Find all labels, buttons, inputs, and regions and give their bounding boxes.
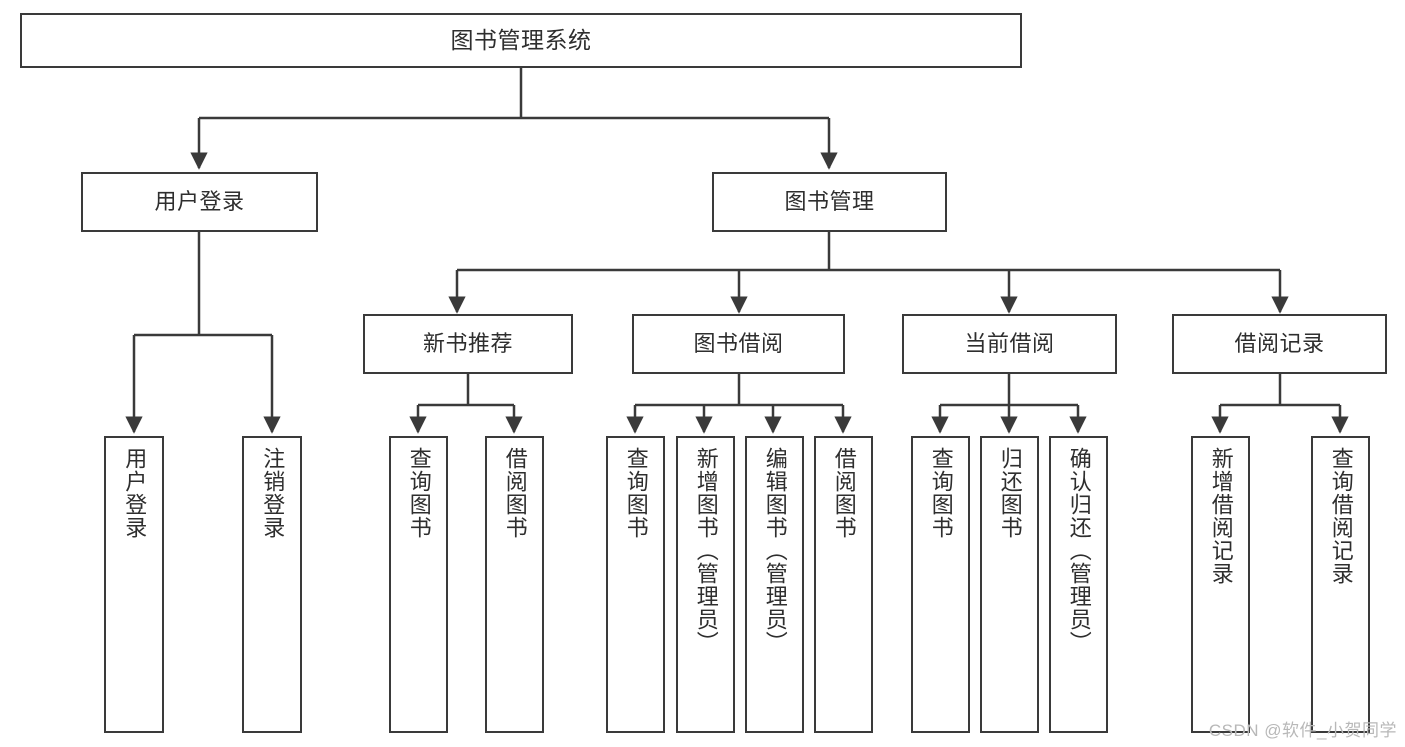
node-label: 图书管理系统 — [450, 26, 592, 53]
node-new-book-recommend[interactable]: 新书推荐 — [363, 314, 573, 374]
node-current-borrow[interactable]: 当前借阅 — [902, 314, 1117, 374]
leaf-add-borrow-record[interactable]: 新增借阅记录 — [1191, 436, 1250, 733]
node-label: 用户登录 — [122, 447, 148, 539]
node-label: 借阅图书 — [502, 447, 528, 539]
node-label: 注销登录 — [260, 447, 286, 539]
node-label: 借阅记录 — [1234, 331, 1325, 357]
leaf-borrow-query-book[interactable]: 查询图书 — [606, 436, 665, 733]
node-label: 图书借阅 — [693, 331, 784, 357]
node-label: 新书推荐 — [422, 331, 513, 357]
leaf-current-query-book[interactable]: 查询图书 — [911, 436, 970, 733]
node-label: 查询图书 — [623, 447, 649, 539]
leaf-borrow-book[interactable]: 借阅图书 — [814, 436, 873, 733]
node-borrow-record[interactable]: 借阅记录 — [1172, 314, 1387, 374]
node-label: 查询图书 — [406, 447, 432, 539]
leaf-confirm-return-admin[interactable]: 确认归还（管理员） — [1049, 436, 1108, 733]
node-label: 新增图书（管理员） — [693, 447, 719, 654]
node-label: 查询图书 — [928, 447, 954, 539]
leaf-user-login[interactable]: 用户登录 — [104, 436, 164, 733]
leaf-edit-book-admin[interactable]: 编辑图书（管理员） — [745, 436, 804, 733]
leaf-new-book-borrow[interactable]: 借阅图书 — [485, 436, 544, 733]
node-book-management[interactable]: 图书管理 — [712, 172, 947, 232]
node-label: 确认归还（管理员） — [1066, 447, 1092, 654]
node-label: 用户登录 — [154, 189, 245, 215]
node-label: 借阅图书 — [831, 447, 857, 539]
leaf-query-borrow-record[interactable]: 查询借阅记录 — [1311, 436, 1370, 733]
node-user-login[interactable]: 用户登录 — [81, 172, 318, 232]
node-label: 归还图书 — [997, 447, 1023, 539]
leaf-add-book-admin[interactable]: 新增图书（管理员） — [676, 436, 735, 733]
node-label: 当前借阅 — [964, 331, 1055, 357]
node-label: 新增借阅记录 — [1208, 447, 1234, 585]
leaf-return-book[interactable]: 归还图书 — [980, 436, 1039, 733]
leaf-new-book-query[interactable]: 查询图书 — [389, 436, 448, 733]
leaf-logout[interactable]: 注销登录 — [242, 436, 302, 733]
node-root-book-management-system[interactable]: 图书管理系统 — [20, 13, 1022, 68]
node-label: 编辑图书（管理员） — [762, 447, 788, 654]
node-label: 图书管理 — [784, 189, 875, 215]
node-book-borrow[interactable]: 图书借阅 — [632, 314, 845, 374]
node-label: 查询借阅记录 — [1328, 447, 1354, 585]
